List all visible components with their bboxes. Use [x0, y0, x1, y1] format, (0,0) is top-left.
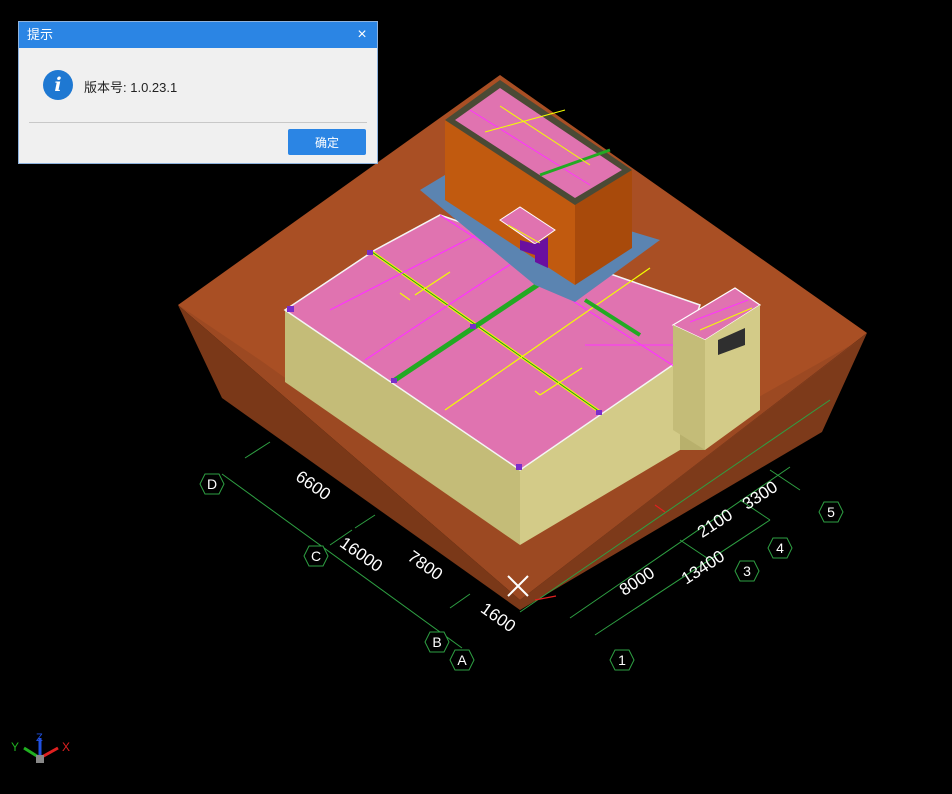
dialog-title-bar[interactable]: 提示 ×: [19, 22, 377, 48]
dialog-title: 提示: [27, 27, 54, 42]
dim-right-1: 13400: [678, 547, 728, 589]
axis-label-b: B: [432, 634, 441, 650]
axis-label-5: 5: [827, 504, 835, 520]
axis-triad: X Y Z: [11, 732, 70, 763]
axis-label-1: 1: [618, 652, 626, 668]
ok-button[interactable]: 确定: [288, 129, 366, 155]
stair-box: [499, 206, 556, 268]
axis-bubbles-left: D C B A: [199, 473, 475, 671]
axis-bubble-a: A: [449, 649, 475, 671]
close-icon[interactable]: ×: [357, 26, 367, 43]
axis-bubble-b: B: [424, 631, 450, 653]
axis-label-3: 3: [743, 563, 751, 579]
axis-label-a: A: [457, 652, 467, 668]
axis-bubble-d: D: [199, 473, 225, 495]
dim-right-0: 8000: [616, 563, 658, 600]
dim-right-2: 2100: [694, 505, 736, 542]
column-markers: [287, 250, 602, 470]
axis-bubble-1: 1: [609, 649, 635, 671]
dialog-body: i 版本号: 1.0.23.1: [19, 48, 377, 122]
triad-x-label: X: [62, 740, 70, 754]
axis-bubble-5: 5: [818, 501, 844, 523]
axis-bubbles-right: 1 3 4 5: [609, 501, 844, 671]
origin-marker: [507, 504, 666, 601]
triad-y-label: Y: [11, 740, 19, 754]
axis-bubble-3: 3: [734, 560, 760, 582]
axis-label-4: 4: [776, 540, 784, 556]
axis-label-c: C: [311, 548, 321, 564]
axis-label-d: D: [207, 476, 217, 492]
dim-left-1: 16000: [336, 533, 386, 576]
axis-bubble-4: 4: [767, 537, 793, 559]
dim-right-3: 3300: [739, 477, 781, 514]
version-message: 版本号: 1.0.23.1: [84, 80, 178, 95]
axis-bubble-c: C: [303, 545, 329, 567]
side-annex: [671, 287, 762, 450]
version-dialog: 提示 × i 版本号: 1.0.23.1 确定: [18, 21, 378, 164]
info-icon: i: [43, 70, 73, 100]
dialog-divider: [29, 122, 367, 123]
grid-lines: [221, 399, 831, 649]
triad-z-label: Z: [36, 732, 43, 744]
